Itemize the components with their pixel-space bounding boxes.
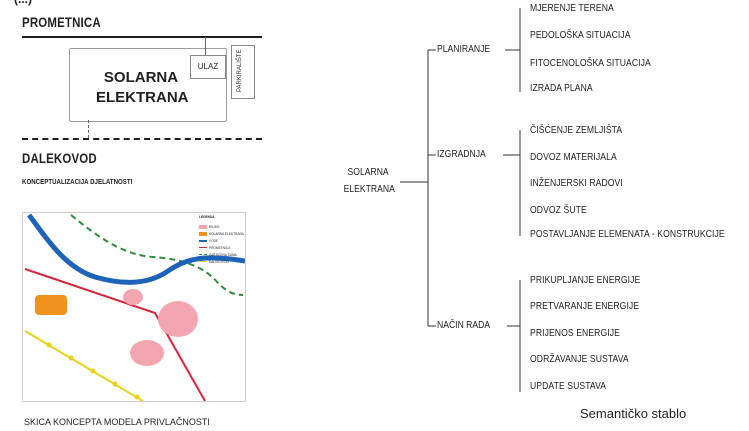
branch-izgradnja: IZGRADNJA [437,148,486,160]
plant-area [130,340,164,366]
tree-caption: Semantičko stablo [580,406,687,421]
legend-item: DALEKOVOD [199,258,243,265]
leaf-item: FITOCENOLOŠKA SITUACIJA [530,57,651,69]
tree-root: SOLARNA ELEKTRANA [343,166,395,195]
leaf-item: IZRADA PLANA [530,82,593,94]
legend-item: PROMETNICA [199,244,243,251]
leaf-item: DOVOZ MATERIJALA [530,151,617,163]
road-line [24,268,206,401]
legend-item: ZAŠTIĆENA ŠUMA [199,251,243,258]
leaf-item: ČIŠĆENJE ZEMLJIŠTA [530,124,623,136]
top-road-line [22,36,262,38]
powerline-yellow [24,330,144,401]
entrance-connector [205,37,206,55]
branch-nacin-rada: NAČIN RADA [437,319,491,331]
legend-item: SOLARNA ELEKTRANA [199,230,244,237]
powerline-label: DALEKOVOD [22,150,97,166]
leaf-item: PRIKUPLJANJE ENERGIJE [530,274,641,286]
top-road-label: PROMETNICA [22,14,101,30]
power-pole [90,368,96,374]
legend-title: LEGENDA [199,215,215,219]
powerline-dashed [22,138,262,140]
leaf-item: MJERENJE TERENA [530,2,614,14]
sketch-canvas [24,213,245,401]
plant-area [123,289,143,305]
leaf-item: ODVOZ ŠUTE [530,204,587,216]
plan-caption: KONCEPTUALIZACIJA DJELATNOSTI [22,177,133,186]
power-pole [68,355,74,361]
leaf-item: INŽENJERSKI RADOVI [530,177,623,189]
entrance-box: ULAZ [190,55,226,79]
leaf-item: POSTAVLJANJE ELEMENATA - KONSTRUKCIJE [530,228,725,240]
power-pole [112,381,118,387]
building-connector [88,120,89,138]
leaf-item: PEDOLOŠKA SITUACIJA [530,29,631,41]
leaf-item: PRIJENOS ENERGIJE [530,327,620,339]
legend-item: BILJKE [199,223,243,230]
leaf-item: PRETVARANJE ENERGIJE [530,300,640,312]
solar-plant-area [35,295,67,315]
power-pole [134,394,140,400]
branch-planiranje: PLANIRANJE [437,43,491,55]
plant-area [158,301,198,337]
building-outline [69,48,227,122]
building-label: SOLARNA ELEKTRANA [96,69,189,106]
header-fragment: (...) [14,0,32,6]
leaf-item: UPDATE SUSTAVA [530,380,607,392]
water-line [27,213,245,285]
sketch-frame: LEGENDA BILJKE SOLARNA ELEKTRANA VODE PR… [22,212,246,402]
leaf-item: ODRŽAVANJE SUSTAVA [530,353,629,365]
parking-box [231,45,255,99]
sketch-caption: SKICA KONCEPTA MODELA PRIVLAČNOSTI [24,417,210,427]
sketch-legend: LEGENDA BILJKE SOLARNA ELEKTRANA VODE PR… [199,215,244,265]
legend-item: VODE [199,237,243,244]
power-pole [46,342,52,348]
